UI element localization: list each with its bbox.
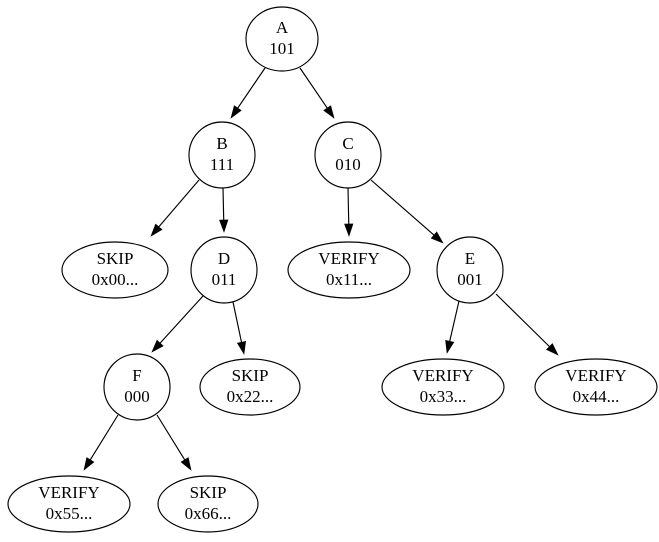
edge-line xyxy=(156,414,186,462)
edge-e-to-v3 xyxy=(445,300,460,354)
node-ellipse xyxy=(61,241,169,299)
node-label-secondary: 0x22... xyxy=(227,387,274,406)
node-label-primary: A xyxy=(276,18,289,37)
arrowhead-icon xyxy=(445,339,455,354)
edge-line xyxy=(222,187,225,222)
arrowhead-icon xyxy=(344,223,354,237)
node-label-primary: VERIFY xyxy=(565,366,626,385)
edge-line xyxy=(370,179,436,237)
node-label-secondary: 0x55... xyxy=(46,504,93,523)
node-skip-0x22[interactable]: SKIP 0x22... xyxy=(199,358,301,416)
node-label-primary: VERIFY xyxy=(318,249,379,268)
edge-line xyxy=(89,414,119,462)
node-label-primary: B xyxy=(216,134,227,153)
node-c-010[interactable]: C 010 xyxy=(314,121,382,189)
node-circle xyxy=(436,236,504,304)
node-verify-0x55[interactable]: VERIFY 0x55... xyxy=(7,475,131,533)
node-verify-0x33[interactable]: VERIFY 0x33... xyxy=(381,358,505,416)
edge-line xyxy=(347,187,350,226)
node-circle xyxy=(190,236,258,304)
edge-line xyxy=(448,300,460,343)
edge-f-to-v5 xyxy=(83,414,119,471)
node-label-secondary: 0x33... xyxy=(420,387,467,406)
arrowhead-icon xyxy=(430,231,444,244)
node-label-secondary: 011 xyxy=(212,270,237,289)
edge-c-to-e xyxy=(370,179,444,244)
arrowhead-icon xyxy=(236,341,246,355)
node-label-primary: SKIP xyxy=(97,249,134,268)
edge-b-to-s0 xyxy=(150,179,200,237)
node-label-primary: E xyxy=(465,249,475,268)
node-label-primary: SKIP xyxy=(190,483,227,502)
arrowhead-icon xyxy=(219,219,229,233)
node-label-primary: F xyxy=(132,366,141,385)
node-label-primary: C xyxy=(342,134,353,153)
node-ellipse xyxy=(199,358,301,416)
node-ellipse xyxy=(534,358,658,416)
arrowhead-icon xyxy=(323,105,335,119)
node-label-secondary: 0x66... xyxy=(185,504,232,523)
edge-d-to-s2 xyxy=(232,301,246,355)
node-circle xyxy=(103,353,171,421)
edge-e-to-v4 xyxy=(495,293,559,356)
node-skip-0x00[interactable]: SKIP 0x00... xyxy=(61,241,169,299)
node-ellipse xyxy=(157,475,259,533)
node-b-111[interactable]: B 111 xyxy=(188,121,256,189)
node-label-secondary: 111 xyxy=(210,155,234,174)
node-circle xyxy=(314,121,382,189)
arrowhead-icon xyxy=(180,457,192,471)
edge-d-to-f xyxy=(151,295,204,353)
node-f-000[interactable]: F 000 xyxy=(103,353,171,421)
node-label-secondary: 000 xyxy=(124,387,150,406)
edge-line xyxy=(495,293,551,349)
node-d-011[interactable]: D 011 xyxy=(190,236,258,304)
node-ellipse xyxy=(287,241,411,299)
edge-f-to-s6 xyxy=(156,414,192,471)
edge-a-to-c xyxy=(299,67,335,119)
node-label-secondary: 001 xyxy=(457,270,483,289)
node-verify-0x44[interactable]: VERIFY 0x44... xyxy=(534,358,658,416)
node-ellipse xyxy=(381,358,505,416)
node-circle xyxy=(188,121,256,189)
node-a-101[interactable]: A 101 xyxy=(245,6,319,72)
node-skip-0x66[interactable]: SKIP 0x66... xyxy=(157,475,259,533)
arrowhead-icon xyxy=(151,339,164,353)
node-label-primary: SKIP xyxy=(232,366,269,385)
arrowhead-icon xyxy=(545,343,559,356)
node-label-secondary: 0x00... xyxy=(92,270,139,289)
node-label-primary: VERIFY xyxy=(38,483,99,502)
arrowhead-icon xyxy=(83,457,95,471)
edge-line xyxy=(236,67,266,110)
node-label-secondary: 101 xyxy=(269,39,295,58)
node-label-secondary: 0x11... xyxy=(326,270,372,289)
edge-a-to-b xyxy=(230,67,266,119)
edges-layer xyxy=(83,67,559,471)
node-label-primary: D xyxy=(218,249,230,268)
node-verify-0x11[interactable]: VERIFY 0x11... xyxy=(287,241,411,299)
node-label-secondary: 010 xyxy=(335,155,361,174)
edge-line xyxy=(232,301,243,344)
edge-line xyxy=(157,179,200,229)
arrowhead-icon xyxy=(150,223,163,237)
arrowhead-icon xyxy=(230,105,242,119)
edge-line xyxy=(299,67,329,110)
node-ellipse xyxy=(7,475,131,533)
edge-line xyxy=(158,295,204,345)
node-circle xyxy=(245,6,319,72)
node-label-primary: VERIFY xyxy=(412,366,473,385)
edge-c-to-v1 xyxy=(344,187,354,237)
node-e-001[interactable]: E 001 xyxy=(436,236,504,304)
nodes-layer: A101B111C010SKIP0x00...D011VERIFY0x11...… xyxy=(7,6,658,533)
edge-b-to-d xyxy=(219,187,229,233)
node-label-secondary: 0x44... xyxy=(573,387,620,406)
